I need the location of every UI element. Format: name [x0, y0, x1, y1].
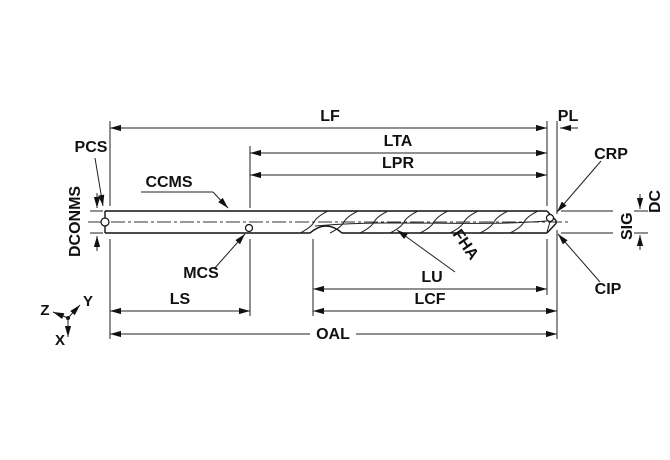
label-pcs: PCS [75, 139, 108, 156]
leader-crp [556, 160, 602, 213]
axis-z-label: Z [40, 302, 49, 319]
axis-y-label: Y [83, 293, 93, 310]
label-pl: PL [558, 108, 579, 125]
label-lta: LTA [384, 133, 413, 150]
label-fha: FHA [449, 227, 482, 264]
mcs-reference-marker [244, 223, 254, 233]
leader-mcs [213, 233, 246, 270]
leader-cip [557, 233, 601, 283]
label-crp: CRP [594, 146, 628, 163]
coordinate-triad: Z Y X [40, 293, 93, 349]
label-oal: OAL [316, 326, 350, 343]
drill-body [88, 210, 570, 234]
dimension-labels: LF PL LTA LPR PCS CCMS CRP MCS LU CIP LS… [67, 108, 664, 343]
label-lcf: LCF [414, 291, 445, 308]
axis-x-label: X [55, 332, 65, 349]
label-ls: LS [170, 291, 191, 308]
leader-lines [94, 157, 602, 283]
label-cip: CIP [595, 281, 622, 298]
label-dconms: DCONMS [67, 186, 84, 257]
dimension-lines [93, 124, 644, 338]
shank-end-reference-marker [100, 217, 110, 227]
label-lu: LU [421, 269, 442, 286]
sig-label-background [613, 200, 634, 244]
leader-fha [396, 229, 456, 273]
label-sig: SIG [619, 212, 636, 240]
label-lpr: LPR [382, 155, 414, 172]
leader-pcs [94, 157, 105, 207]
label-lf: LF [320, 108, 340, 125]
oal-label-background [310, 324, 356, 342]
flute-helix-lines [300, 211, 547, 234]
axis-y-arrow [67, 304, 81, 319]
axis-z-arrow [52, 311, 69, 319]
label-mcs: MCS [183, 265, 219, 282]
tip-reference-marker [545, 213, 555, 223]
label-ccms: CCMS [145, 174, 192, 191]
leader-ccms [212, 191, 229, 209]
label-dc: DC [647, 189, 664, 213]
drill-outline [104, 210, 557, 234]
